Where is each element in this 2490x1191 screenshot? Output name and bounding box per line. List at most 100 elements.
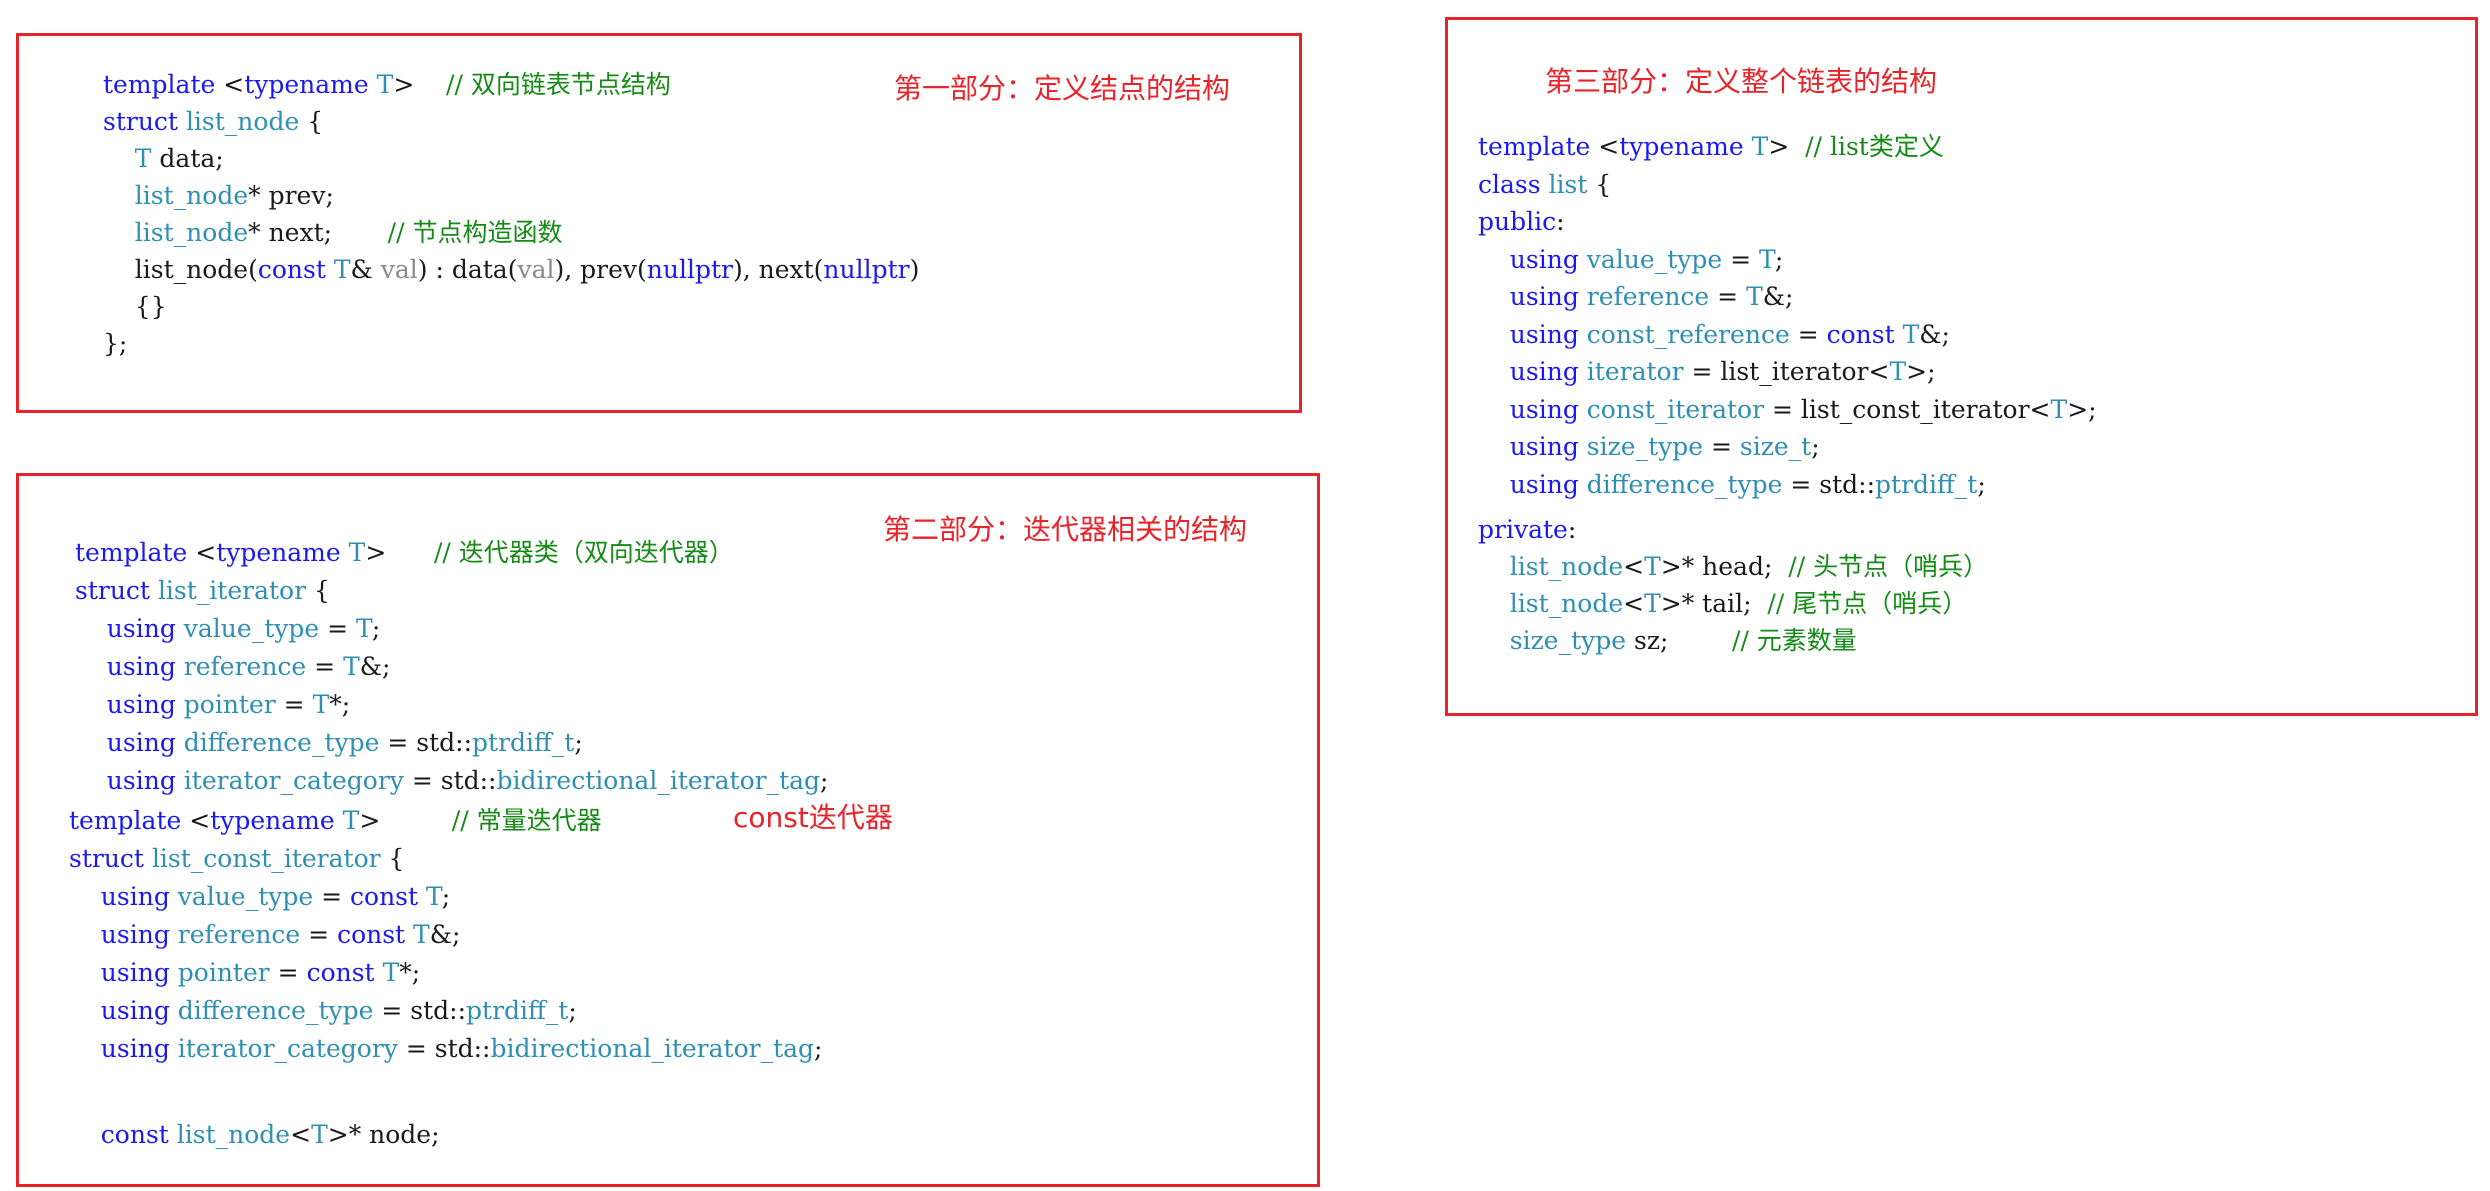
code-token: {	[306, 576, 330, 605]
part3-box	[1445, 17, 2478, 716]
code-token: val	[517, 255, 555, 284]
code-token: )	[909, 255, 920, 284]
code-token: using	[1509, 432, 1587, 461]
code-comment: // 双向链表节点结构	[414, 70, 671, 99]
code-token: ) : data(	[417, 255, 518, 284]
code-line: class list {	[1478, 170, 1611, 200]
code-token: T	[426, 882, 442, 911]
code-token: ptrdiff_t	[466, 996, 569, 1025]
code-token	[1478, 282, 1510, 311]
code-token	[1478, 395, 1510, 424]
code-line: template <typename T> // 常量迭代器	[69, 806, 602, 836]
code-token: typename	[1619, 132, 1752, 161]
code-token: list_node	[134, 218, 249, 247]
code-token	[103, 218, 135, 247]
code-token	[75, 728, 107, 757]
code-line: size_type sz; // 元素数量	[1478, 626, 1857, 656]
code-token: using	[106, 652, 184, 681]
code-line: struct list_const_iterator {	[69, 844, 404, 874]
code-token: >* node;	[327, 1120, 440, 1149]
code-token: list_node(	[103, 255, 258, 284]
code-token: =	[319, 614, 357, 643]
code-line: using const_reference = const T&;	[1478, 320, 1950, 350]
code-line: using iterator = list_iterator<T>;	[1478, 357, 1936, 387]
code-token: struct	[103, 107, 186, 136]
code-token: <	[290, 1120, 312, 1149]
code-token: using	[1509, 357, 1587, 386]
code-token: =	[300, 920, 338, 949]
code-token: >	[393, 70, 415, 99]
code-line: using reference = T&;	[1478, 282, 1794, 312]
code-token	[1478, 320, 1510, 349]
code-token	[75, 652, 107, 681]
code-token: using	[1509, 469, 1587, 499]
code-token: difference_type	[183, 728, 380, 757]
code-token: T	[348, 538, 366, 567]
part1-title: 第一部分：定义结点的结构	[894, 72, 1231, 105]
code-token: value_type	[183, 614, 320, 643]
code-token: {	[299, 107, 324, 136]
code-token: {	[1587, 169, 1612, 199]
code-token	[69, 1034, 101, 1063]
code-token: ), next(	[732, 255, 824, 284]
code-token: pointer	[177, 958, 270, 987]
code-token: >;	[1906, 357, 1936, 386]
code-token: using	[106, 728, 184, 757]
code-token: const	[306, 958, 383, 987]
code-line: template <typename T> // 迭代器类（双向迭代器）	[75, 538, 734, 568]
code-line: public:	[1478, 207, 1565, 237]
code-token: template	[69, 806, 190, 835]
code-token: <	[1623, 552, 1645, 581]
code-token: list_node	[1509, 589, 1624, 618]
code-token: =	[275, 690, 313, 719]
code-token	[75, 614, 107, 643]
code-line: using pointer = const T*;	[69, 958, 420, 988]
code-line: private:	[1478, 515, 1576, 545]
code-token: ;	[371, 614, 381, 643]
code-token: * prev;	[248, 181, 334, 210]
code-token: &;	[1762, 282, 1794, 311]
code-token: list	[1548, 169, 1588, 199]
code-token	[103, 181, 135, 210]
code-comment: // 迭代器类（双向迭代器）	[386, 538, 734, 567]
code-token: iterator	[1586, 357, 1684, 386]
code-token	[69, 882, 101, 911]
code-token: =	[1722, 244, 1760, 274]
code-line: template <typename T> // list类定义	[1478, 132, 1944, 162]
code-token: value_type	[177, 882, 314, 911]
code-token: struct	[69, 844, 152, 873]
code-token: size_type	[1586, 432, 1704, 461]
code-token: <	[1623, 589, 1645, 618]
code-token: T	[376, 70, 394, 99]
code-token: using	[100, 882, 178, 911]
code-token: list_iterator	[157, 576, 307, 605]
code-token: using	[1509, 319, 1587, 349]
code-token: list_const_iterator	[151, 844, 381, 873]
code-line: using iterator_category = std::bidirecti…	[69, 1034, 823, 1064]
code-line: using value_type = const T;	[69, 882, 450, 912]
code-token: T	[134, 144, 152, 173]
code-token: const	[337, 920, 414, 949]
code-token: &	[350, 255, 381, 284]
code-token: = list_iterator<	[1683, 357, 1890, 386]
code-token: =	[313, 882, 351, 911]
code-token: using	[1509, 282, 1587, 311]
code-token: iterator_category	[183, 766, 404, 795]
code-token: >	[359, 806, 381, 835]
code-token: &;	[429, 920, 461, 949]
code-token: T	[312, 690, 330, 719]
code-token: =	[1703, 432, 1740, 461]
code-token: iterator_category	[177, 1034, 398, 1063]
code-token: value_type	[1586, 244, 1723, 274]
code-line: struct list_node {	[103, 107, 323, 137]
code-token: };	[103, 329, 128, 358]
code-token: list_node	[1509, 552, 1624, 581]
code-token: using	[106, 766, 184, 795]
code-token: private	[1478, 515, 1568, 544]
code-token: class	[1478, 169, 1549, 199]
code-token	[69, 958, 101, 987]
code-token: using	[100, 996, 178, 1025]
code-token	[75, 766, 107, 795]
part3-title: 第三部分：定义整个链表的结构	[1545, 65, 1938, 98]
code-token: bidirectional_iterator_tag	[496, 766, 821, 795]
